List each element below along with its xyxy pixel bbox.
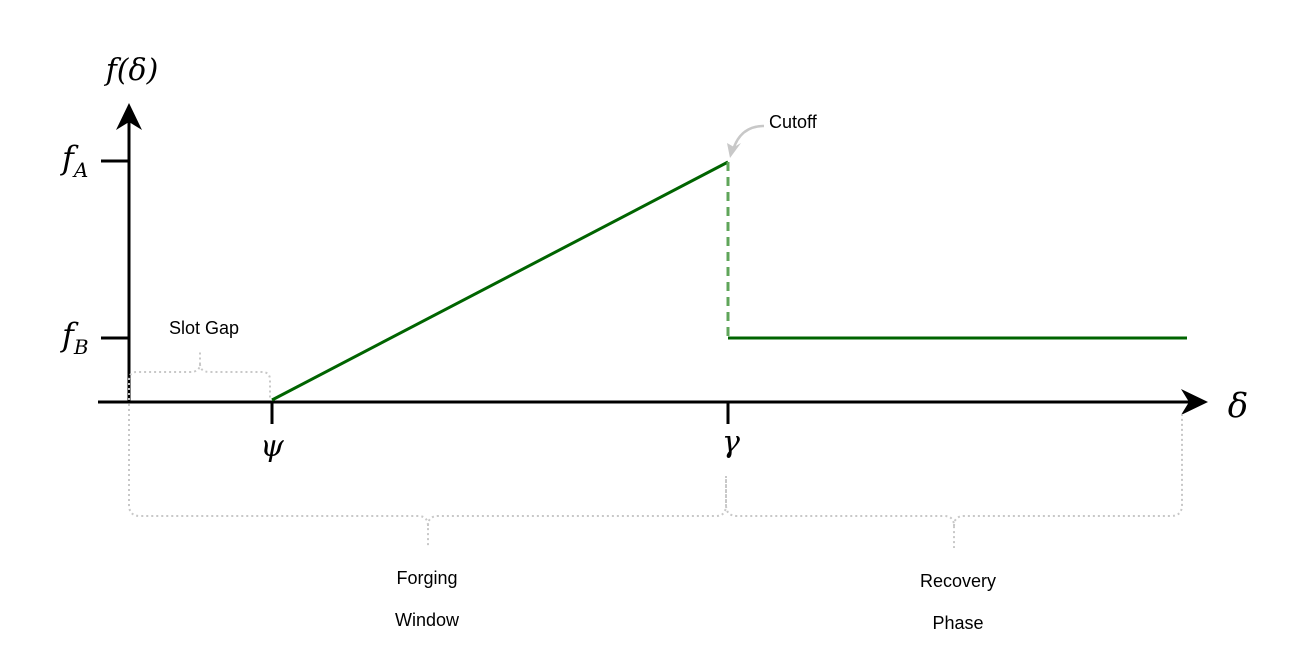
recovery-phase-label-line2: Phase [932, 613, 983, 633]
y-tick-label-fA-sub: A [72, 158, 88, 182]
forging-window-brace [128, 404, 727, 548]
slot-gap-label: Slot Gap [169, 318, 239, 338]
y-axis-label: f(δ) [104, 53, 159, 88]
forging-window-label-line2: Window [395, 610, 460, 630]
y-axis-arrowhead [116, 103, 142, 130]
recovery-phase-label-line1: Recovery [920, 571, 996, 591]
x-axis-arrowhead [1181, 389, 1208, 415]
x-axis-label: δ [1228, 386, 1248, 426]
y-tick-label-fA: fA [60, 139, 88, 182]
y-tick-label-fB: fB [60, 316, 89, 359]
curve-rising-segment [271, 160, 729, 402]
cutoff-arrow [731, 124, 765, 151]
recovery-phase-brace [725, 412, 1183, 548]
forging-window-label-line1: Forging [396, 568, 457, 588]
slot-gap-brace [128, 352, 271, 400]
x-tick-label-psi: ψ [260, 429, 284, 464]
cutoff-arrowhead [727, 143, 741, 158]
y-tick-label-fB-sub: B [73, 335, 89, 359]
cutoff-label: Cutoff [769, 112, 818, 132]
x-tick-label-gamma: γ [722, 425, 740, 460]
